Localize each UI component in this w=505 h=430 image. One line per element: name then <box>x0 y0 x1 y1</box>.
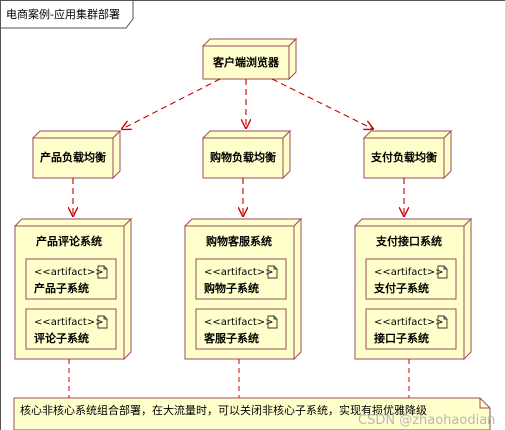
node-shopping-service-system[interactable]: 购物客服系统 <<artifact>> 购物子系统 <<artifact>> 客… <box>183 217 303 361</box>
artifact-label: 购物子系统 <box>204 281 259 295</box>
artifact-review-subsystem[interactable]: <<artifact>> 评论子系统 <box>25 308 117 350</box>
artifact-stereotype: <<artifact>> <box>34 317 104 328</box>
document-icon <box>267 265 278 279</box>
artifact-shopping-subsystem[interactable]: <<artifact>> 购物子系统 <box>195 258 287 300</box>
artifact-stereotype: <<artifact>> <box>374 317 444 328</box>
arrow-browser-to-product-lb <box>122 78 221 129</box>
artifact-stereotype: <<artifact>> <box>204 317 274 328</box>
node-payment-lb-label: 支付负载均衡 <box>370 150 437 164</box>
node-payment-interface-system[interactable]: 支付接口系统 <<artifact>> 支付子系统 <<artifact>> 接… <box>353 217 473 361</box>
artifact-service-subsystem[interactable]: <<artifact>> 客服子系统 <box>195 308 287 350</box>
node-browser-label: 客户端浏览器 <box>212 55 280 69</box>
artifact-label: 产品子系统 <box>34 281 89 295</box>
artifact-payment-subsystem[interactable]: <<artifact>> 支付子系统 <box>365 258 457 300</box>
artifact-stereotype: <<artifact>> <box>34 267 104 278</box>
note-text: 核心非核心系统组合部署，在大流量时，可以关闭非核心子系统，实现有损优雅降级 <box>20 403 427 417</box>
artifact-stereotype: <<artifact>> <box>204 267 274 278</box>
node-shopping-service-label: 购物客服系统 <box>206 234 272 248</box>
artifact-interface-subsystem[interactable]: <<artifact>> 接口子系统 <box>365 308 457 350</box>
note[interactable]: 核心非核心系统组合部署，在大流量时，可以关闭非核心子系统，实现有损优雅降级 <box>13 397 491 430</box>
node-product-review-system[interactable]: 产品评论系统 <<artifact>> 产品子系统 <<artifact>> 评… <box>13 217 133 361</box>
node-payment-interface-label: 支付接口系统 <box>375 234 442 248</box>
dependency-arrows <box>73 78 404 216</box>
node-product-lb-label: 产品负载均衡 <box>40 150 106 164</box>
node-product-lb[interactable]: 产品负载均衡 <box>31 129 122 180</box>
document-icon <box>267 315 278 329</box>
watermark: CSDN @zhaohaodian <box>358 413 495 428</box>
arrow-browser-to-payment-lb <box>271 78 373 129</box>
artifact-label: 客服子系统 <box>203 331 259 345</box>
document-icon <box>97 265 108 279</box>
node-payment-lb[interactable]: 支付负载均衡 <box>362 129 453 180</box>
node-browser[interactable]: 客户端浏览器 <box>201 37 298 81</box>
note-anchors <box>68 359 410 398</box>
artifact-product-subsystem[interactable]: <<artifact>> 产品子系统 <box>25 258 117 300</box>
document-icon <box>97 315 108 329</box>
frame-title: 电商案例-应用集群部署 <box>6 7 120 21</box>
artifact-label: 接口子系统 <box>374 331 429 345</box>
node-shopping-lb[interactable]: 购物负载均衡 <box>201 129 292 180</box>
artifact-stereotype: <<artifact>> <box>374 267 444 278</box>
document-icon <box>437 265 448 279</box>
artifact-label: 评论子系统 <box>34 331 89 345</box>
frame-title-tab: 电商案例-应用集群部署 <box>0 0 134 29</box>
node-product-review-label: 产品评论系统 <box>36 234 102 248</box>
document-icon <box>437 315 448 329</box>
artifact-label: 支付子系统 <box>373 281 429 295</box>
node-shopping-lb-label: 购物负载均衡 <box>210 150 276 164</box>
